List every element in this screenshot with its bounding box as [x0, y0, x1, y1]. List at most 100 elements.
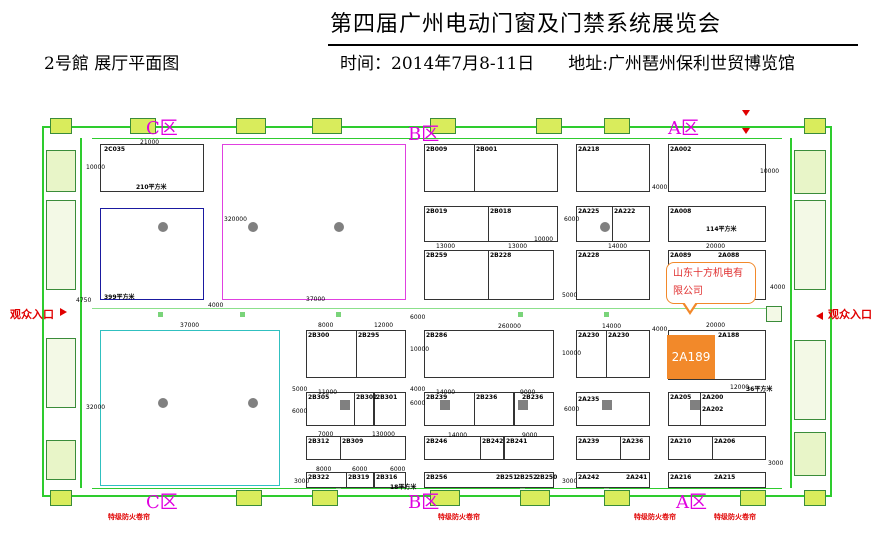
column-marker: [240, 312, 245, 317]
wall-mid-line: [92, 308, 782, 309]
booth-2a230b[interactable]: [606, 330, 650, 378]
booth-number: 2A088: [718, 252, 740, 259]
booth-number: 2A236: [622, 438, 644, 445]
booth-number: 2B312: [308, 438, 330, 445]
pillar: [440, 400, 450, 410]
left-stair-1: [46, 150, 76, 192]
wall-right: [830, 126, 832, 496]
booth-2a200[interactable]: [700, 392, 766, 426]
booth-2b301[interactable]: [374, 392, 406, 426]
arrow-down-icon: [742, 110, 750, 116]
dimension: 11000: [318, 389, 338, 396]
dimension: 8000: [318, 322, 334, 329]
pillar: [690, 400, 700, 410]
booth-2a008[interactable]: [668, 206, 766, 242]
booth-2b228[interactable]: [488, 250, 554, 300]
fire-door-center: 特级防火卷帘: [438, 512, 480, 521]
booth-number: 2B236: [522, 394, 544, 401]
dimension: 4000: [410, 386, 426, 393]
booth-number: 2A188: [718, 332, 740, 339]
booth-number: 2A215: [714, 474, 736, 481]
dimension: 10000: [562, 350, 582, 357]
booth-c-large[interactable]: [100, 330, 280, 486]
booth-number: 2B246: [426, 438, 448, 445]
booth-2a222[interactable]: [612, 206, 650, 242]
booth-2a242[interactable]: [576, 472, 650, 488]
door-top-5: [430, 118, 456, 134]
booth-area: 399平方米: [104, 294, 135, 301]
entrance-left-label: 观众入口: [10, 308, 54, 321]
booth-2b319[interactable]: [346, 472, 374, 488]
pillar: [248, 222, 258, 232]
dimension: 12000: [730, 384, 750, 391]
booth-number: 2A205: [670, 394, 692, 401]
dimension: 20000: [706, 243, 726, 250]
booth-2a206[interactable]: [712, 436, 766, 460]
door-bottom-6: [604, 490, 630, 506]
booth-number: 2A089: [670, 252, 692, 259]
pillar: [600, 222, 610, 232]
zone-a-bottom: A区: [676, 492, 707, 513]
left-stair-2: [46, 200, 76, 290]
left-stair-4: [46, 440, 76, 480]
dimension: 5000: [292, 386, 308, 393]
booth-2a228[interactable]: [576, 250, 650, 300]
arrow-right-icon: [60, 308, 67, 316]
right-stair-3: [794, 340, 826, 420]
booth-number: 2B252: [516, 474, 538, 481]
booth-2b309[interactable]: [340, 436, 406, 460]
booth-2c035[interactable]: [100, 144, 204, 192]
booth-2b242[interactable]: [480, 436, 504, 460]
booth-2b241[interactable]: [504, 436, 554, 460]
booth-2b295[interactable]: [356, 330, 406, 378]
booth-2a216[interactable]: [668, 472, 766, 488]
booth-number: 2A230: [608, 332, 630, 339]
booth-2a235[interactable]: [576, 392, 650, 426]
booth-2b236[interactable]: [474, 392, 514, 426]
booth-2a236[interactable]: [620, 436, 650, 460]
door-bottom-2: [236, 490, 262, 506]
dimension: 4000: [652, 184, 668, 191]
dimension: 32000: [86, 404, 106, 411]
dimension: 8000: [316, 466, 332, 473]
dimension: 3000: [768, 460, 784, 467]
dimension: 5000: [562, 292, 578, 299]
pillar: [340, 400, 350, 410]
booth-2a189-highlight[interactable]: 2A189: [667, 335, 715, 379]
booth-number: 2B319: [348, 474, 370, 481]
booth-2b001[interactable]: [474, 144, 558, 192]
dimension: 10000: [534, 236, 554, 243]
door-top-2: [130, 118, 156, 134]
pillar: [158, 222, 168, 232]
fire-door-left: 特级防火卷帘: [108, 512, 150, 521]
door-bottom-1: [50, 490, 72, 506]
booth-number: 2A230: [578, 332, 600, 339]
booth-399sqm[interactable]: [100, 208, 204, 300]
booth-number: 2A210: [670, 438, 692, 445]
booth-2a002[interactable]: [668, 144, 766, 192]
booth-2b018[interactable]: [488, 206, 558, 242]
pillar: [602, 400, 612, 410]
wall-inner-bottom: [92, 488, 782, 489]
dimension: 21000: [140, 139, 160, 146]
door-top-3: [236, 118, 266, 134]
dimension: 4750: [76, 297, 92, 304]
booth-2b256[interactable]: [424, 472, 554, 488]
booth-number: 2A200: [702, 394, 724, 401]
booth-number: 2C035: [104, 146, 126, 153]
booth-2b316[interactable]: [374, 472, 406, 488]
door-top-6: [536, 118, 562, 134]
dimension: 320000: [224, 216, 247, 223]
dimension: 4000: [652, 326, 668, 333]
booth-2b286[interactable]: [424, 330, 554, 378]
dimension: 9000: [520, 389, 536, 396]
booth-number: 2B236: [476, 394, 498, 401]
booth-2b302[interactable]: [354, 392, 374, 426]
booth-2a218[interactable]: [576, 144, 650, 192]
dimension: 9000: [522, 432, 538, 439]
booth-number: 2A002: [670, 146, 692, 153]
booth-number: 2B300: [308, 332, 330, 339]
booth-number: 2B239: [426, 394, 448, 401]
booth-number: 2A008: [670, 208, 692, 215]
arrow-left-icon: [816, 312, 823, 320]
